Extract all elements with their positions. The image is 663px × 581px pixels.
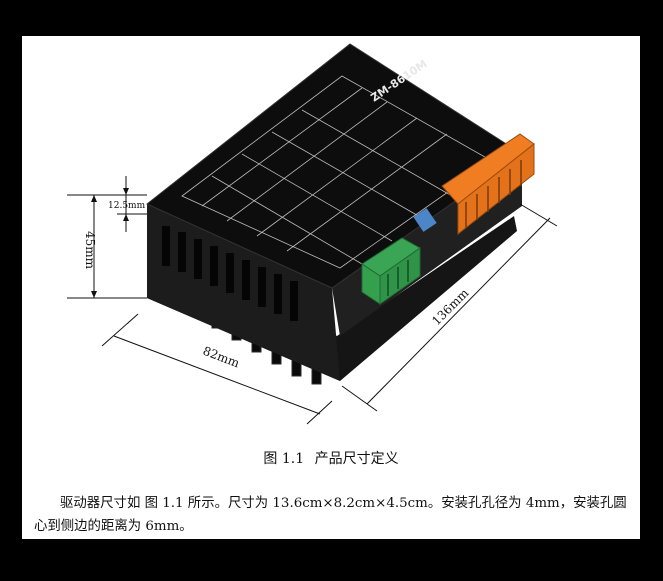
- caption-text: 产品尺寸定义: [314, 451, 399, 467]
- caption-number: 图 1.1: [263, 451, 305, 467]
- dimension-lines: [67, 176, 558, 425]
- dim-12-5mm: 12.5mm: [108, 201, 146, 211]
- dimension-arrows: [91, 188, 129, 298]
- dim-82mm: 82mm: [201, 344, 242, 371]
- product-figure: ZM-8610M: [67, 43, 558, 425]
- dim-45mm: 45mm: [83, 231, 97, 270]
- body-paragraph: 驱动器尺寸如 图 1.1 所示。尺寸为 13.6cm×8.2cm×4.5cm。安…: [34, 496, 627, 534]
- document-page: ZM-8610M: [22, 36, 640, 539]
- orange-terminal-block: [441, 133, 535, 236]
- front-vents: [162, 226, 298, 321]
- figure-caption: 图 1.1 产品尺寸定义: [22, 448, 640, 468]
- dip-switch: [413, 208, 437, 232]
- green-terminal-block: [361, 237, 421, 305]
